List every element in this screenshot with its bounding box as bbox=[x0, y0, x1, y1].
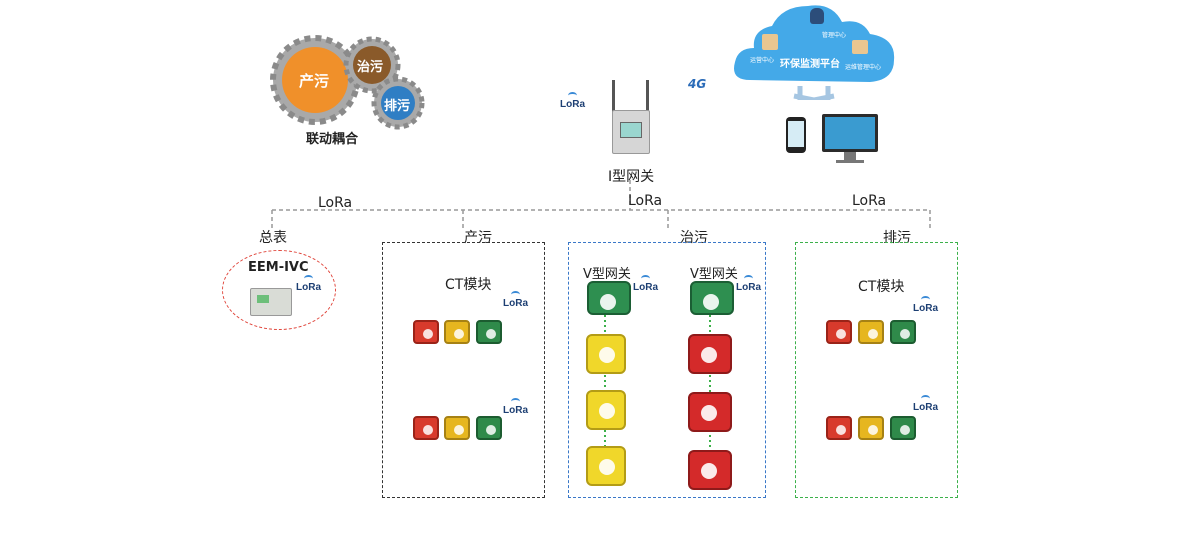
treat-gateway-right-label: V型网关 bbox=[690, 267, 738, 282]
produce-ct-yellow-1 bbox=[444, 320, 470, 344]
treat-gateway-left-label: V型网关 bbox=[583, 267, 631, 282]
treat-ct-yellow-3 bbox=[586, 446, 626, 486]
gear-icon bbox=[270, 35, 425, 130]
discharge-ct-yellow-1 bbox=[858, 320, 884, 344]
discharge-lora-badge-1: LoRa bbox=[913, 296, 938, 314]
produce-ct-red-2 bbox=[413, 416, 439, 440]
treat-ct-yellow-1 bbox=[586, 334, 626, 374]
treat-ct-red-1 bbox=[688, 334, 732, 374]
produce-ct-red-1 bbox=[413, 320, 439, 344]
gateway-lora-badge: LoRa bbox=[560, 92, 585, 110]
treat-ct-green-right bbox=[690, 281, 734, 315]
gear-cluster: 产污 治污 排污 bbox=[270, 35, 440, 145]
bus-lora-left: LoRa bbox=[318, 195, 353, 211]
total-meter-outline bbox=[222, 250, 336, 330]
discharge-ct-green-1 bbox=[890, 320, 916, 344]
produce-module-label: CT模块 bbox=[445, 277, 492, 293]
gear-caption: 联动耦合 bbox=[306, 132, 359, 147]
monitor-icon bbox=[822, 114, 878, 163]
treat-ct-yellow-2 bbox=[586, 390, 626, 430]
treat-ct-red-2 bbox=[688, 392, 732, 432]
gateway-4g-label: 4G bbox=[688, 77, 707, 91]
treat-ct-green-left bbox=[587, 281, 631, 315]
building-icon-left bbox=[762, 34, 778, 50]
cloud-platform: 管理中心 运营中心 环保监测平台 运维管理中心 bbox=[730, 0, 900, 100]
produce-ct-yellow-2 bbox=[444, 416, 470, 440]
gateway-label: I型网关 bbox=[608, 169, 655, 185]
discharge-ct-red-2 bbox=[826, 416, 852, 440]
treat-lora-badge-left: LoRa bbox=[633, 275, 658, 293]
person-icon bbox=[810, 8, 824, 24]
bus-lora-right: LoRa bbox=[852, 193, 887, 209]
discharge-lora-badge-2: LoRa bbox=[913, 395, 938, 413]
cloud-icon bbox=[734, 5, 895, 100]
discharge-ct-green-2 bbox=[890, 416, 916, 440]
section-label-total: 总表 bbox=[259, 230, 287, 246]
discharge-ct-yellow-2 bbox=[858, 416, 884, 440]
total-device-name: EEM-IVC bbox=[248, 260, 309, 275]
gateway-device bbox=[600, 80, 660, 160]
produce-ct-green-1 bbox=[476, 320, 502, 344]
discharge-ct-red-1 bbox=[826, 320, 852, 344]
gear-label-treat: 治污 bbox=[357, 60, 384, 75]
discharge-module-label: CT模块 bbox=[858, 279, 905, 295]
cloud-node-right: 运维管理中心 bbox=[845, 64, 882, 71]
total-lora-badge: LoRa bbox=[296, 275, 321, 293]
phone-icon bbox=[786, 117, 806, 153]
produce-box bbox=[382, 242, 545, 498]
gear-label-discharge: 排污 bbox=[384, 99, 411, 114]
produce-lora-badge-2: LoRa bbox=[503, 398, 528, 416]
meter-device bbox=[250, 288, 292, 316]
produce-ct-green-2 bbox=[476, 416, 502, 440]
treat-ct-red-3 bbox=[688, 450, 732, 490]
treat-lora-badge-right: LoRa bbox=[736, 275, 761, 293]
discharge-box bbox=[795, 242, 958, 498]
cloud-node-top: 管理中心 bbox=[822, 32, 847, 39]
produce-lora-badge-1: LoRa bbox=[503, 291, 528, 309]
cloud-title: 环保监测平台 bbox=[780, 59, 840, 70]
gear-label-produce: 产污 bbox=[299, 72, 330, 90]
building-icon-right bbox=[852, 40, 868, 54]
bus-lora-center: LoRa bbox=[628, 193, 663, 209]
treat-box bbox=[568, 242, 766, 498]
cloud-node-left: 运营中心 bbox=[750, 57, 775, 64]
